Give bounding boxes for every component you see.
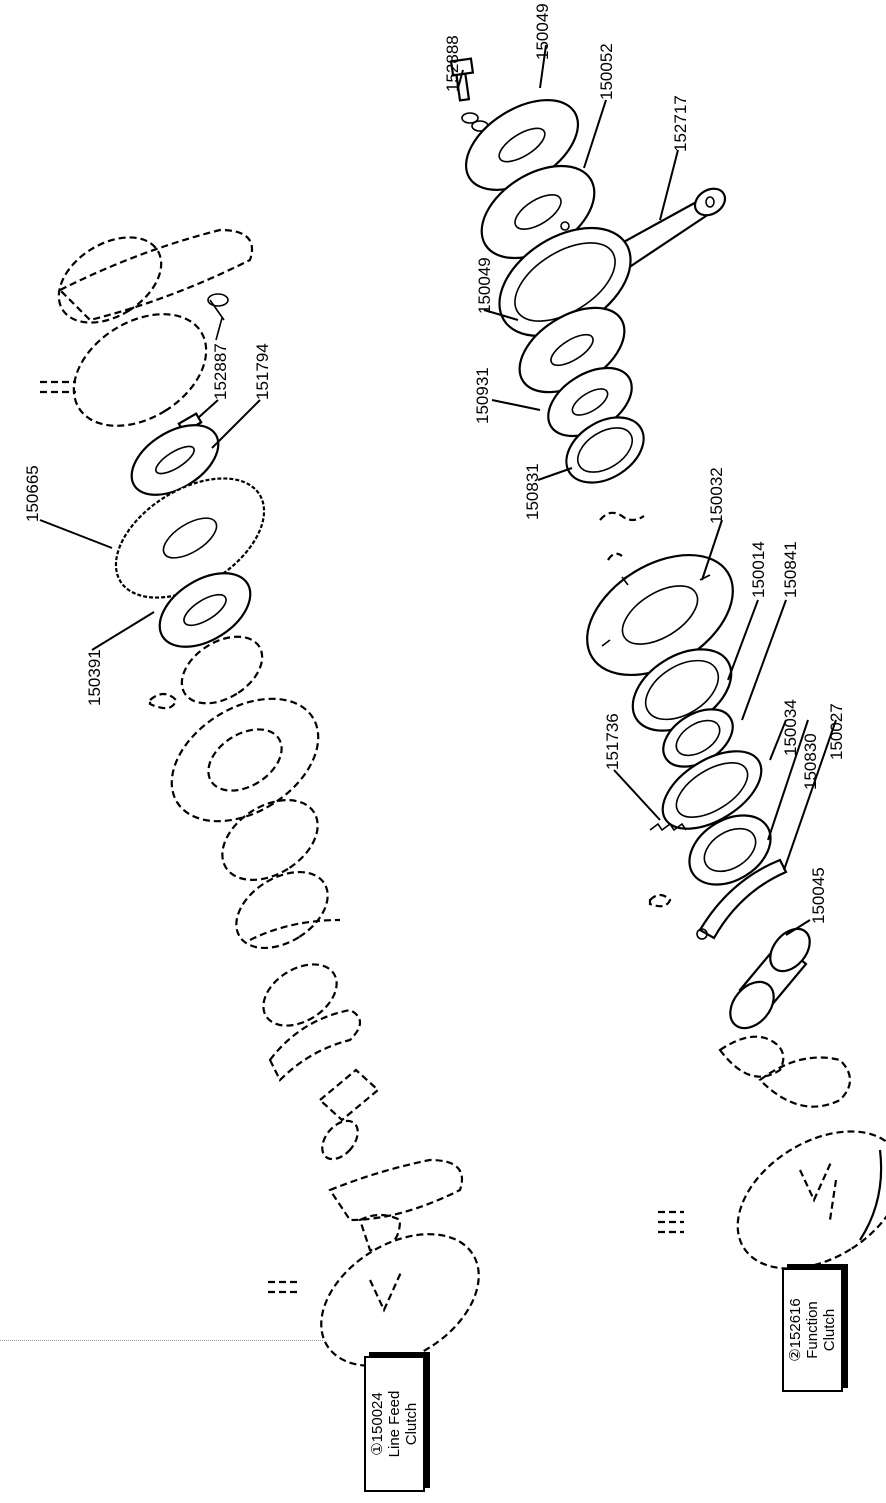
label-152888: 152888: [443, 35, 462, 92]
page-divider: [0, 1340, 345, 1341]
drum-150045: [729, 927, 811, 1030]
screw-dashed-top: [40, 293, 229, 394]
dashed-bracket-top: [57, 228, 253, 427]
label-150049-mid: 150049: [475, 257, 494, 314]
label-150049-top: 150049: [533, 3, 552, 60]
ring-150830: [688, 814, 772, 886]
label-150831: 150831: [523, 463, 542, 520]
label-150830: 150830: [801, 733, 820, 790]
label-150931: 150931: [473, 367, 492, 424]
label-150034: 150034: [781, 699, 800, 756]
label-152717: 152717: [671, 95, 690, 152]
shoe-150034: [661, 750, 763, 830]
label-150045: 150045: [809, 867, 828, 924]
disk-150032: [586, 553, 734, 677]
label-150841: 150841: [781, 541, 800, 598]
assembly-name-line2: Clutch: [821, 1308, 838, 1352]
label-150052: 150052: [597, 43, 616, 100]
assembly-name-line1: Function: [804, 1301, 821, 1359]
assembly-name-line1: Line Feed: [386, 1390, 403, 1458]
dashed-cam-right: [718, 1035, 886, 1270]
label-150014: 150014: [749, 541, 768, 598]
label-150032: 150032: [707, 467, 726, 524]
shoe-150027: [696, 858, 788, 940]
label-151794: 151794: [253, 343, 272, 400]
assembly-name-line2: Clutch: [403, 1402, 420, 1446]
label-150665: 150665: [23, 465, 42, 522]
assembly-box-function: ②152616 Function Clutch: [782, 1268, 843, 1392]
dashed-small-part: [648, 893, 672, 908]
part-labels: 152888 150049 150052 152717 150049 15093…: [23, 3, 846, 924]
spring-151736: [649, 822, 687, 832]
washer-150391: [158, 572, 252, 648]
screw-dashed-left: [268, 1280, 300, 1294]
ring-150831: [565, 416, 645, 484]
assembly-box-line-feed: ①150024 Line Feed Clutch: [364, 1356, 425, 1492]
leader-lines: [39, 44, 837, 936]
label-150027: 150027: [827, 703, 846, 760]
label-151736: 151736: [603, 713, 622, 770]
label-150391: 150391: [85, 649, 104, 706]
assembly-number: ②152616: [787, 1298, 804, 1362]
label-152887: 152887: [211, 343, 230, 400]
assembly-number: ①150024: [369, 1392, 386, 1456]
screw-dashed-right: [658, 1210, 684, 1234]
dashed-parts-left: [148, 635, 480, 1367]
